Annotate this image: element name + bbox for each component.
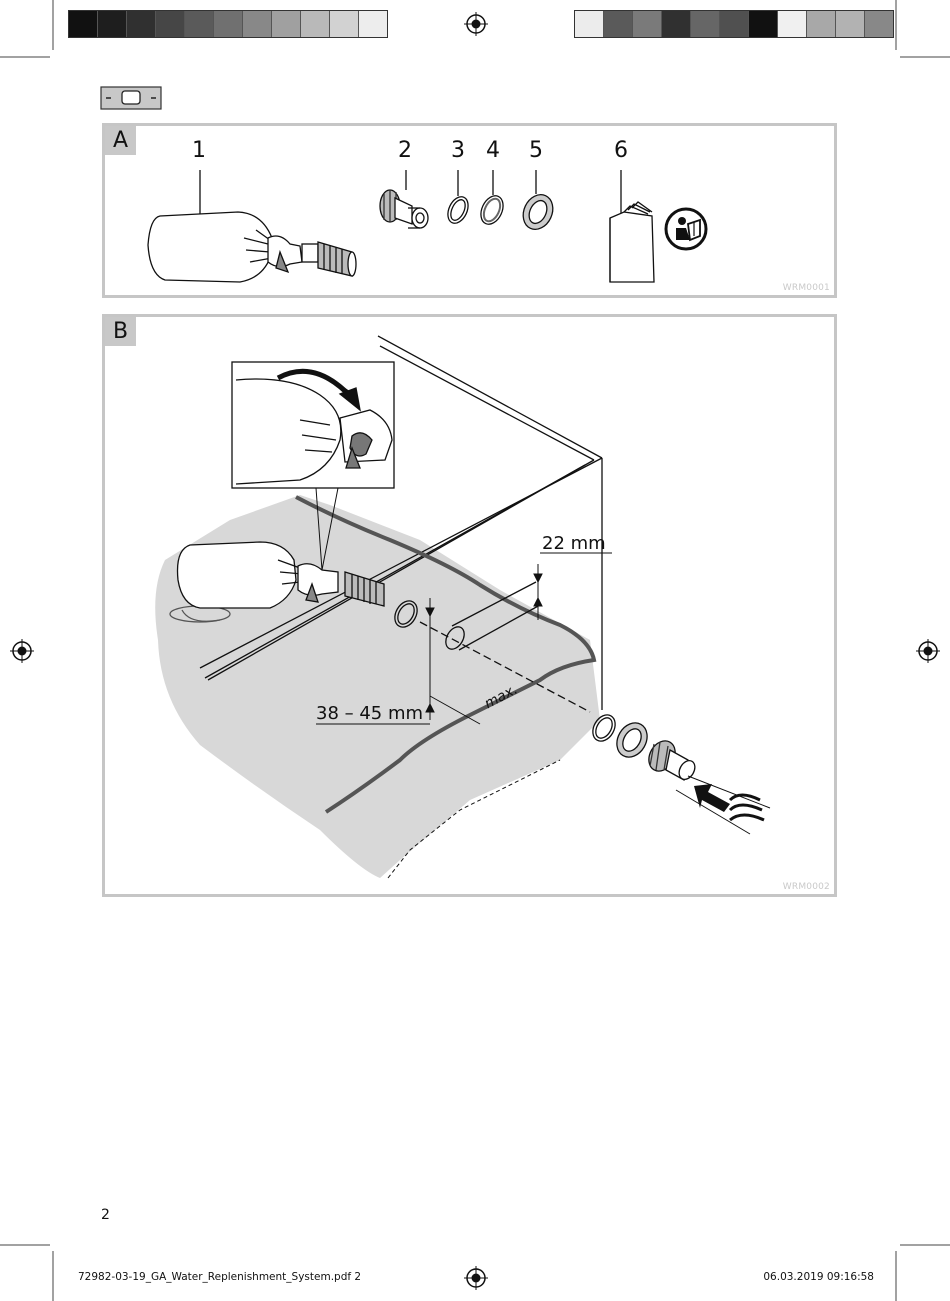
color-bar-left-swatch-8: [272, 11, 301, 37]
part-number-2: 2: [398, 138, 412, 163]
color-bar-left-swatch-4: [156, 11, 185, 37]
float-valve-installed-icon: [169, 541, 385, 623]
color-bar-right-swatch-11: [865, 11, 893, 37]
part-number-5: 5: [529, 138, 543, 163]
color-bar-right-swatch-2: [604, 11, 633, 37]
water-flow-arrow-icon: [675, 775, 771, 835]
color-bar-left-swatch-5: [185, 11, 214, 37]
lock-nut-icon: [522, 170, 554, 231]
color-bar-left-swatch-7: [243, 11, 272, 37]
color-bar-right-swatch-4: [662, 11, 691, 37]
color-bar-left-swatch-9: [301, 11, 330, 37]
footer-filename: 72982-03-19_GA_Water_Replenishment_Syste…: [78, 1271, 362, 1283]
part-number-4: 4: [486, 138, 500, 163]
registration-mark-right-icon: [916, 639, 940, 663]
panel-a-drawing: [147, 170, 708, 283]
footer-timestamp: 06.03.2019 09:16:58: [763, 1271, 874, 1283]
inset-tighten-wingnut-icon: [235, 368, 393, 485]
color-bar-left-swatch-6: [214, 11, 243, 37]
wall-thickness-label: 38 – 45 mm: [316, 703, 424, 724]
panel-a-label: A: [105, 126, 136, 155]
color-bar-right-swatch-10: [836, 11, 865, 37]
float-valve-icon: [147, 170, 357, 283]
panel-a-code: WRM0001: [782, 283, 830, 293]
color-bar-left-swatch-1: [69, 11, 98, 37]
color-bar-right-swatch-7: [749, 11, 778, 37]
color-bar-left-swatch-10: [330, 11, 359, 37]
part-number-6: 6: [614, 138, 628, 163]
color-bar-left-swatch-2: [98, 11, 127, 37]
hole-diameter-label: 22 mm: [542, 533, 606, 554]
color-bar-right-swatch-3: [633, 11, 662, 37]
color-bar-left-swatch-11: [359, 11, 387, 37]
panel-b-label: B: [105, 317, 136, 346]
part-number-1: 1: [192, 138, 206, 163]
color-bar-right-swatch-8: [778, 11, 807, 37]
color-bar-right-swatch-6: [720, 11, 749, 37]
part-number-3: 3: [451, 138, 465, 163]
panel-b-code: WRM0002: [782, 882, 830, 892]
manual-booklet-icon: [609, 170, 655, 283]
panel-b-drawing: [155, 335, 771, 879]
color-bar-right: [574, 10, 894, 38]
registration-mark-bottom-icon: [464, 1266, 488, 1290]
seal-ring-icon: [447, 170, 469, 224]
color-bar-right-swatch-5: [691, 11, 720, 37]
registration-mark-top-icon: [464, 12, 488, 36]
read-manual-icon: [664, 207, 708, 251]
ring-icon: [480, 170, 504, 225]
color-bar-right-swatch-9: [807, 11, 836, 37]
color-bar-left: [68, 10, 388, 38]
page-number: 2: [101, 1207, 110, 1223]
spirit-level-icon: [100, 86, 162, 110]
hose-connector-icon: [379, 170, 429, 229]
color-bar-left-swatch-3: [127, 11, 156, 37]
color-bar-right-swatch-1: [575, 11, 604, 37]
registration-mark-left-icon: [10, 639, 34, 663]
